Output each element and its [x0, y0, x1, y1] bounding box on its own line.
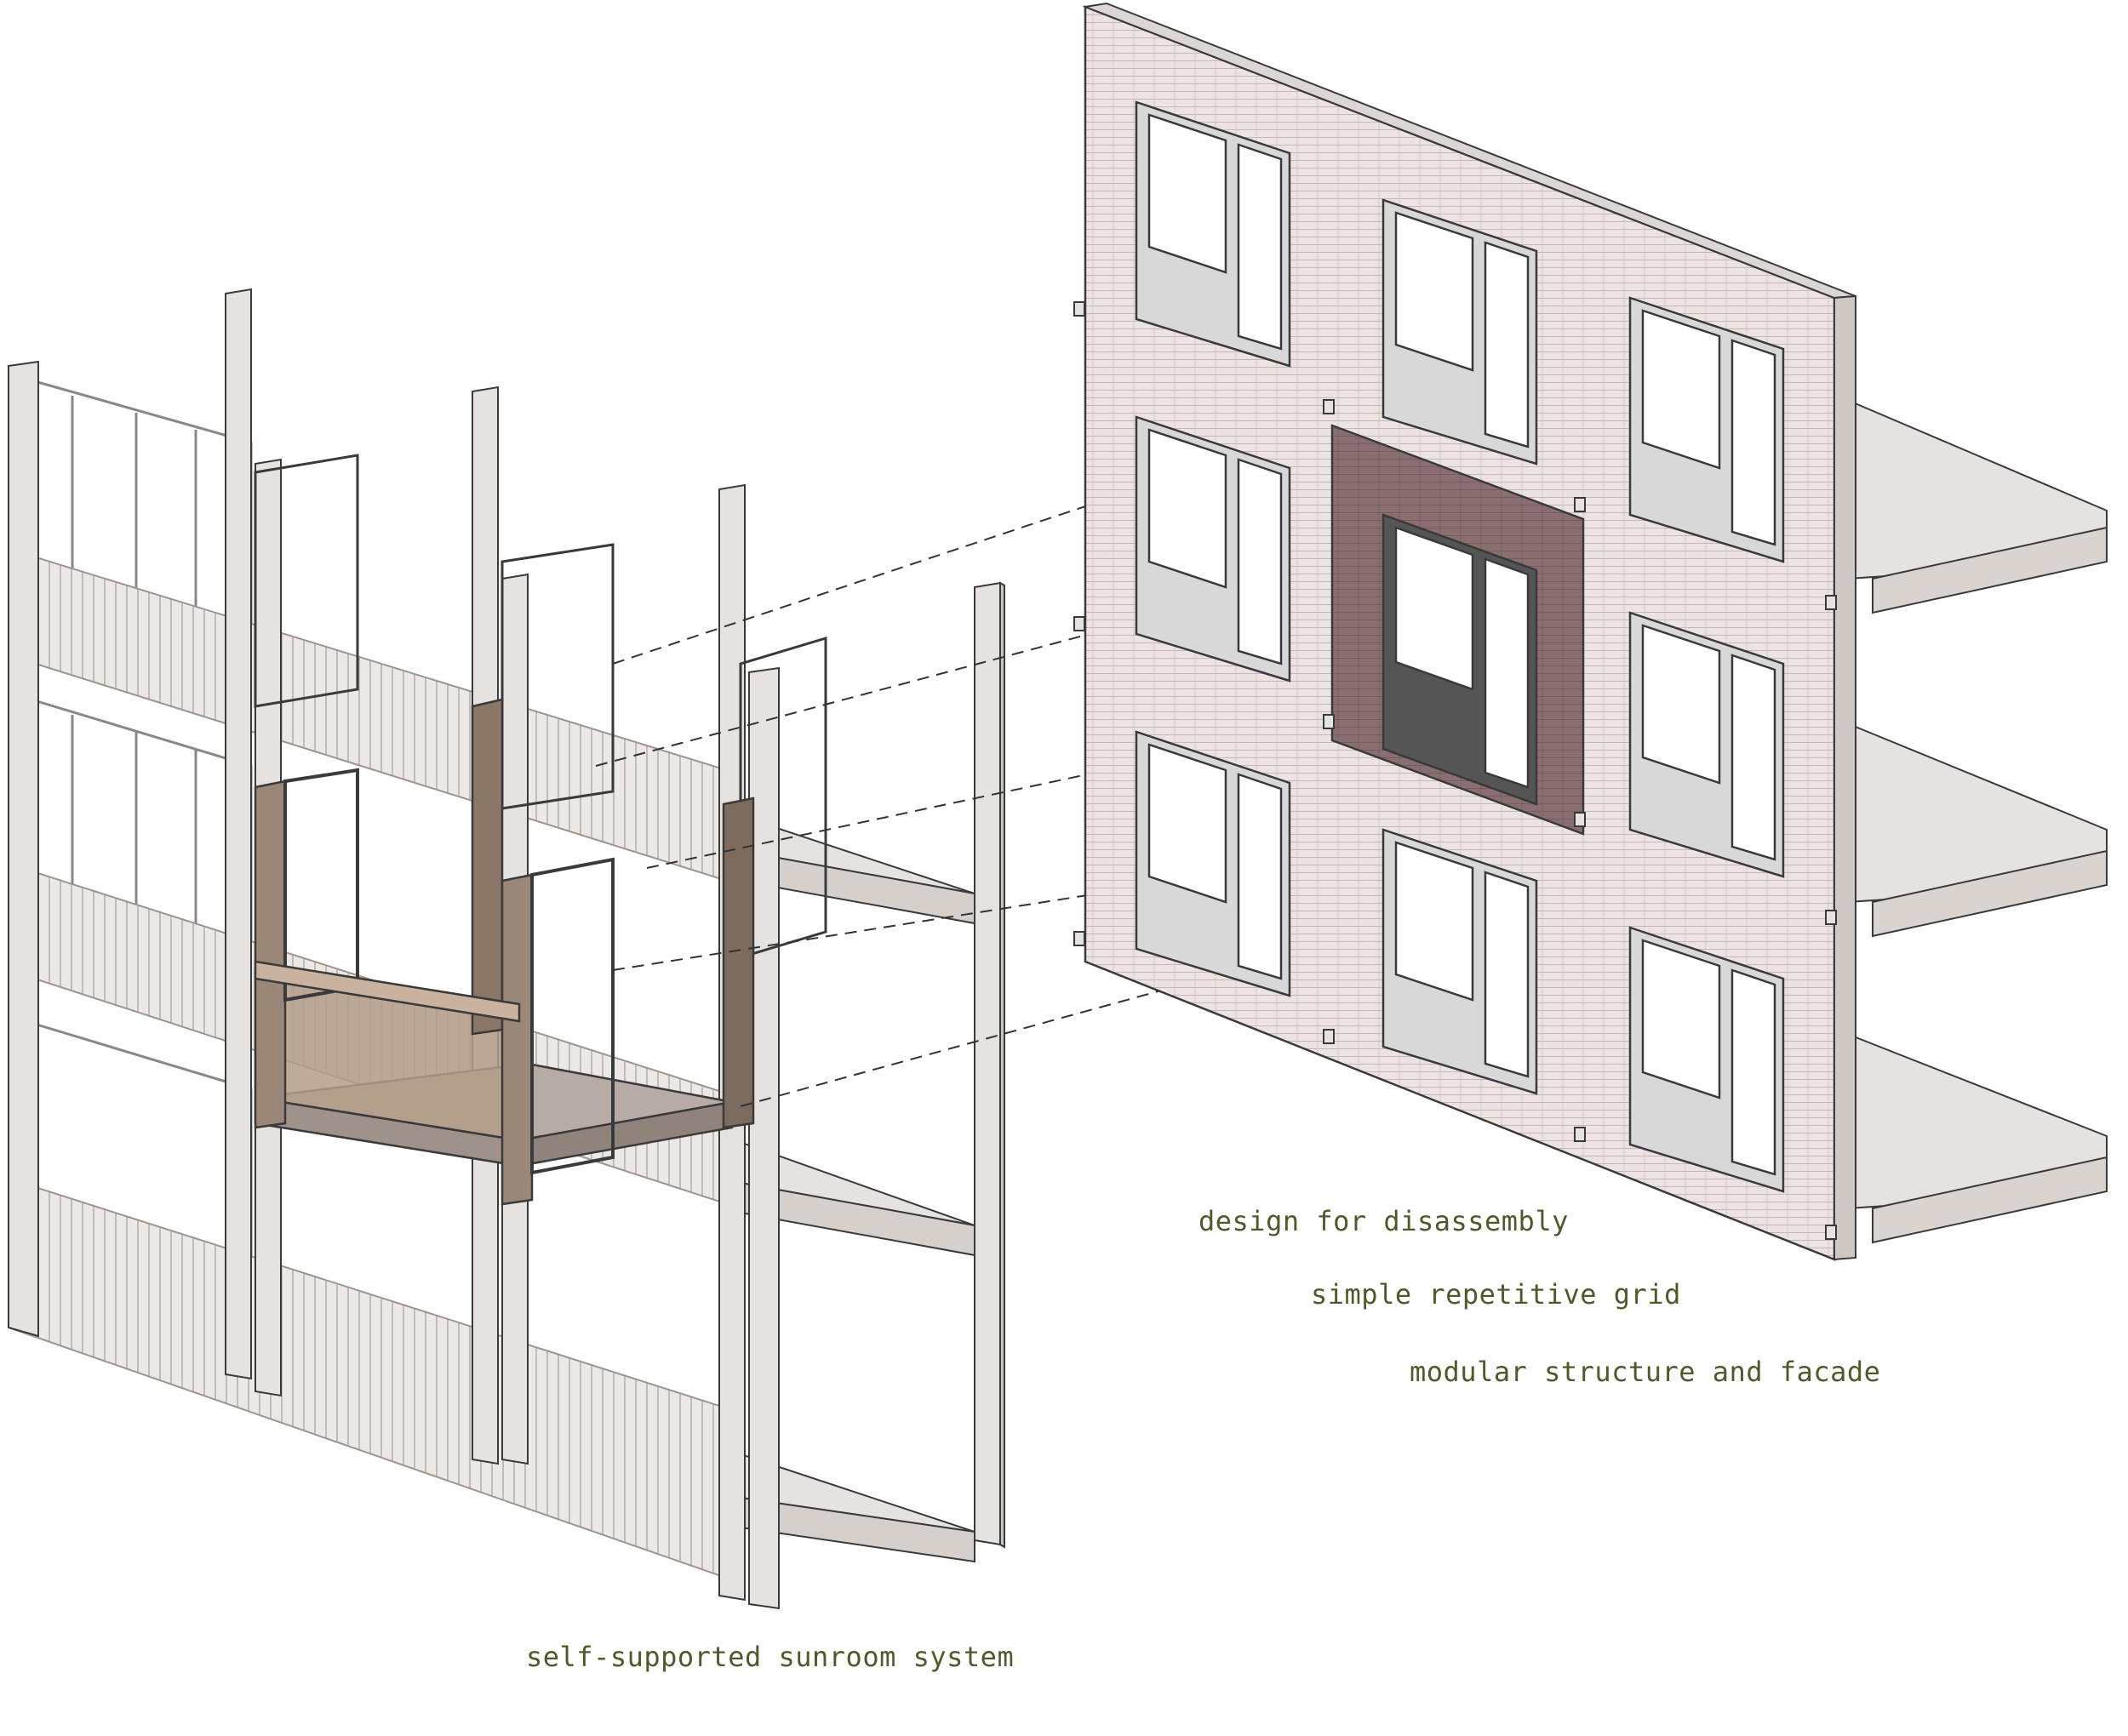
window-3-1 [1135, 730, 1291, 997]
caption-sunroom-system: self-supported sunroom system [526, 1641, 1015, 1673]
window-1-1 [1135, 100, 1291, 368]
facade-windows [1135, 100, 1785, 1193]
window-3-2 [1381, 828, 1538, 1095]
glazing-walls [24, 377, 253, 1287]
sunroom-module-highlight [254, 698, 755, 1206]
caption-modular-structure: modular structure and facade [1410, 1356, 1881, 1388]
facade-module-highlight [1330, 424, 1585, 836]
caption-design-for-disassembly: design for disassembly [1198, 1205, 1569, 1237]
caption-repetitive-grid: simple repetitive grid [1311, 1278, 1681, 1311]
window-1-2 [1381, 198, 1538, 465]
hollowcore-slabs [1846, 398, 2108, 1244]
facade-connectors [1073, 301, 1837, 1240]
window-2-3 [1628, 611, 1785, 878]
window-3-3 [1628, 926, 1785, 1193]
facade-panel [1073, 2, 2108, 1261]
window-1-3 [1628, 296, 1785, 563]
window-2-1 [1135, 415, 1291, 682]
sunroom-building [8, 288, 1005, 1610]
